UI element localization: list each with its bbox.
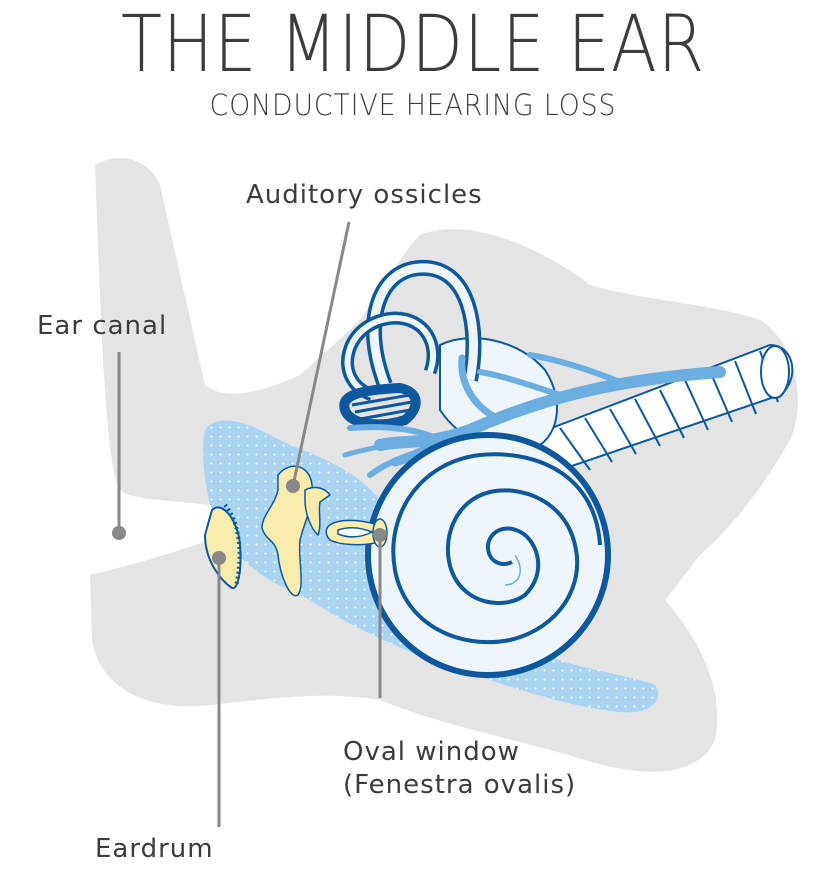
dot-ear-canal (112, 526, 126, 540)
cochlear-nerve (517, 343, 794, 472)
canal-ampulla-lines (351, 393, 413, 421)
dot-eardrum (212, 551, 226, 565)
label-oval-window-latin: (Fenestra ovalis) (343, 770, 577, 800)
label-eardrum: Eardrum (95, 834, 214, 864)
leader-lines (112, 221, 387, 827)
semicircular-canals (339, 259, 482, 430)
dot-auditory-ossicles (286, 479, 300, 493)
eardrum-shape (203, 503, 242, 589)
label-ear-canal: Ear canal (37, 311, 168, 341)
dot-oval-window (373, 528, 387, 542)
page-title: THE MIDDLE EAR (120, 0, 706, 90)
ossicles (261, 465, 388, 597)
label-auditory-ossicles: Auditory ossicles (246, 180, 483, 210)
leader-auditory-ossicles (291, 221, 351, 487)
incus (304, 486, 332, 537)
cochlea (365, 432, 611, 678)
page-subtitle: CONDUCTIVE HEARING LOSS (209, 88, 617, 122)
vestibular-nerve (342, 352, 726, 478)
label-oval-window: Oval window (343, 737, 520, 767)
malleus (261, 465, 314, 597)
